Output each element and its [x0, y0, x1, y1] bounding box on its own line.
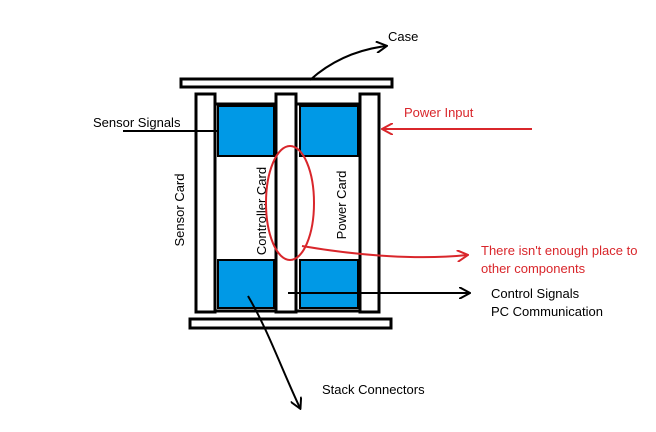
space-warning-line1: There isn't enough place to: [481, 243, 637, 258]
stack-connectors-arrow: [247, 295, 300, 408]
sensor-card-board: [194, 92, 217, 314]
space-shortage-highlight: [265, 145, 315, 261]
space-warning-arrow: [301, 245, 467, 257]
controller-card-label: Controller Card: [254, 167, 269, 255]
sensor-signals-label: Sensor Signals: [93, 115, 181, 130]
case-label: Case: [388, 29, 418, 44]
space-warning-line2: other components: [481, 261, 586, 276]
power-card-label: Power Card: [334, 171, 349, 240]
control-signals-label: Control Signals: [491, 286, 580, 301]
stack-connector-top-left: [217, 105, 275, 157]
case-bottom-plate: [188, 317, 393, 330]
stack-connector-top-right: [299, 105, 359, 157]
power-card-board: [358, 92, 381, 314]
controller-card-board: [274, 92, 298, 314]
power-input-label: Power Input: [404, 105, 474, 120]
stack-connector-bottom-left: [217, 259, 275, 309]
case-top-plate: [179, 77, 394, 89]
pc-communication-label: PC Communication: [491, 304, 603, 319]
case-arrow: [309, 46, 386, 81]
stack-connector-bottom-right: [299, 259, 359, 309]
sensor-card-label: Sensor Card: [172, 174, 187, 247]
stack-connectors-label: Stack Connectors: [322, 382, 425, 397]
